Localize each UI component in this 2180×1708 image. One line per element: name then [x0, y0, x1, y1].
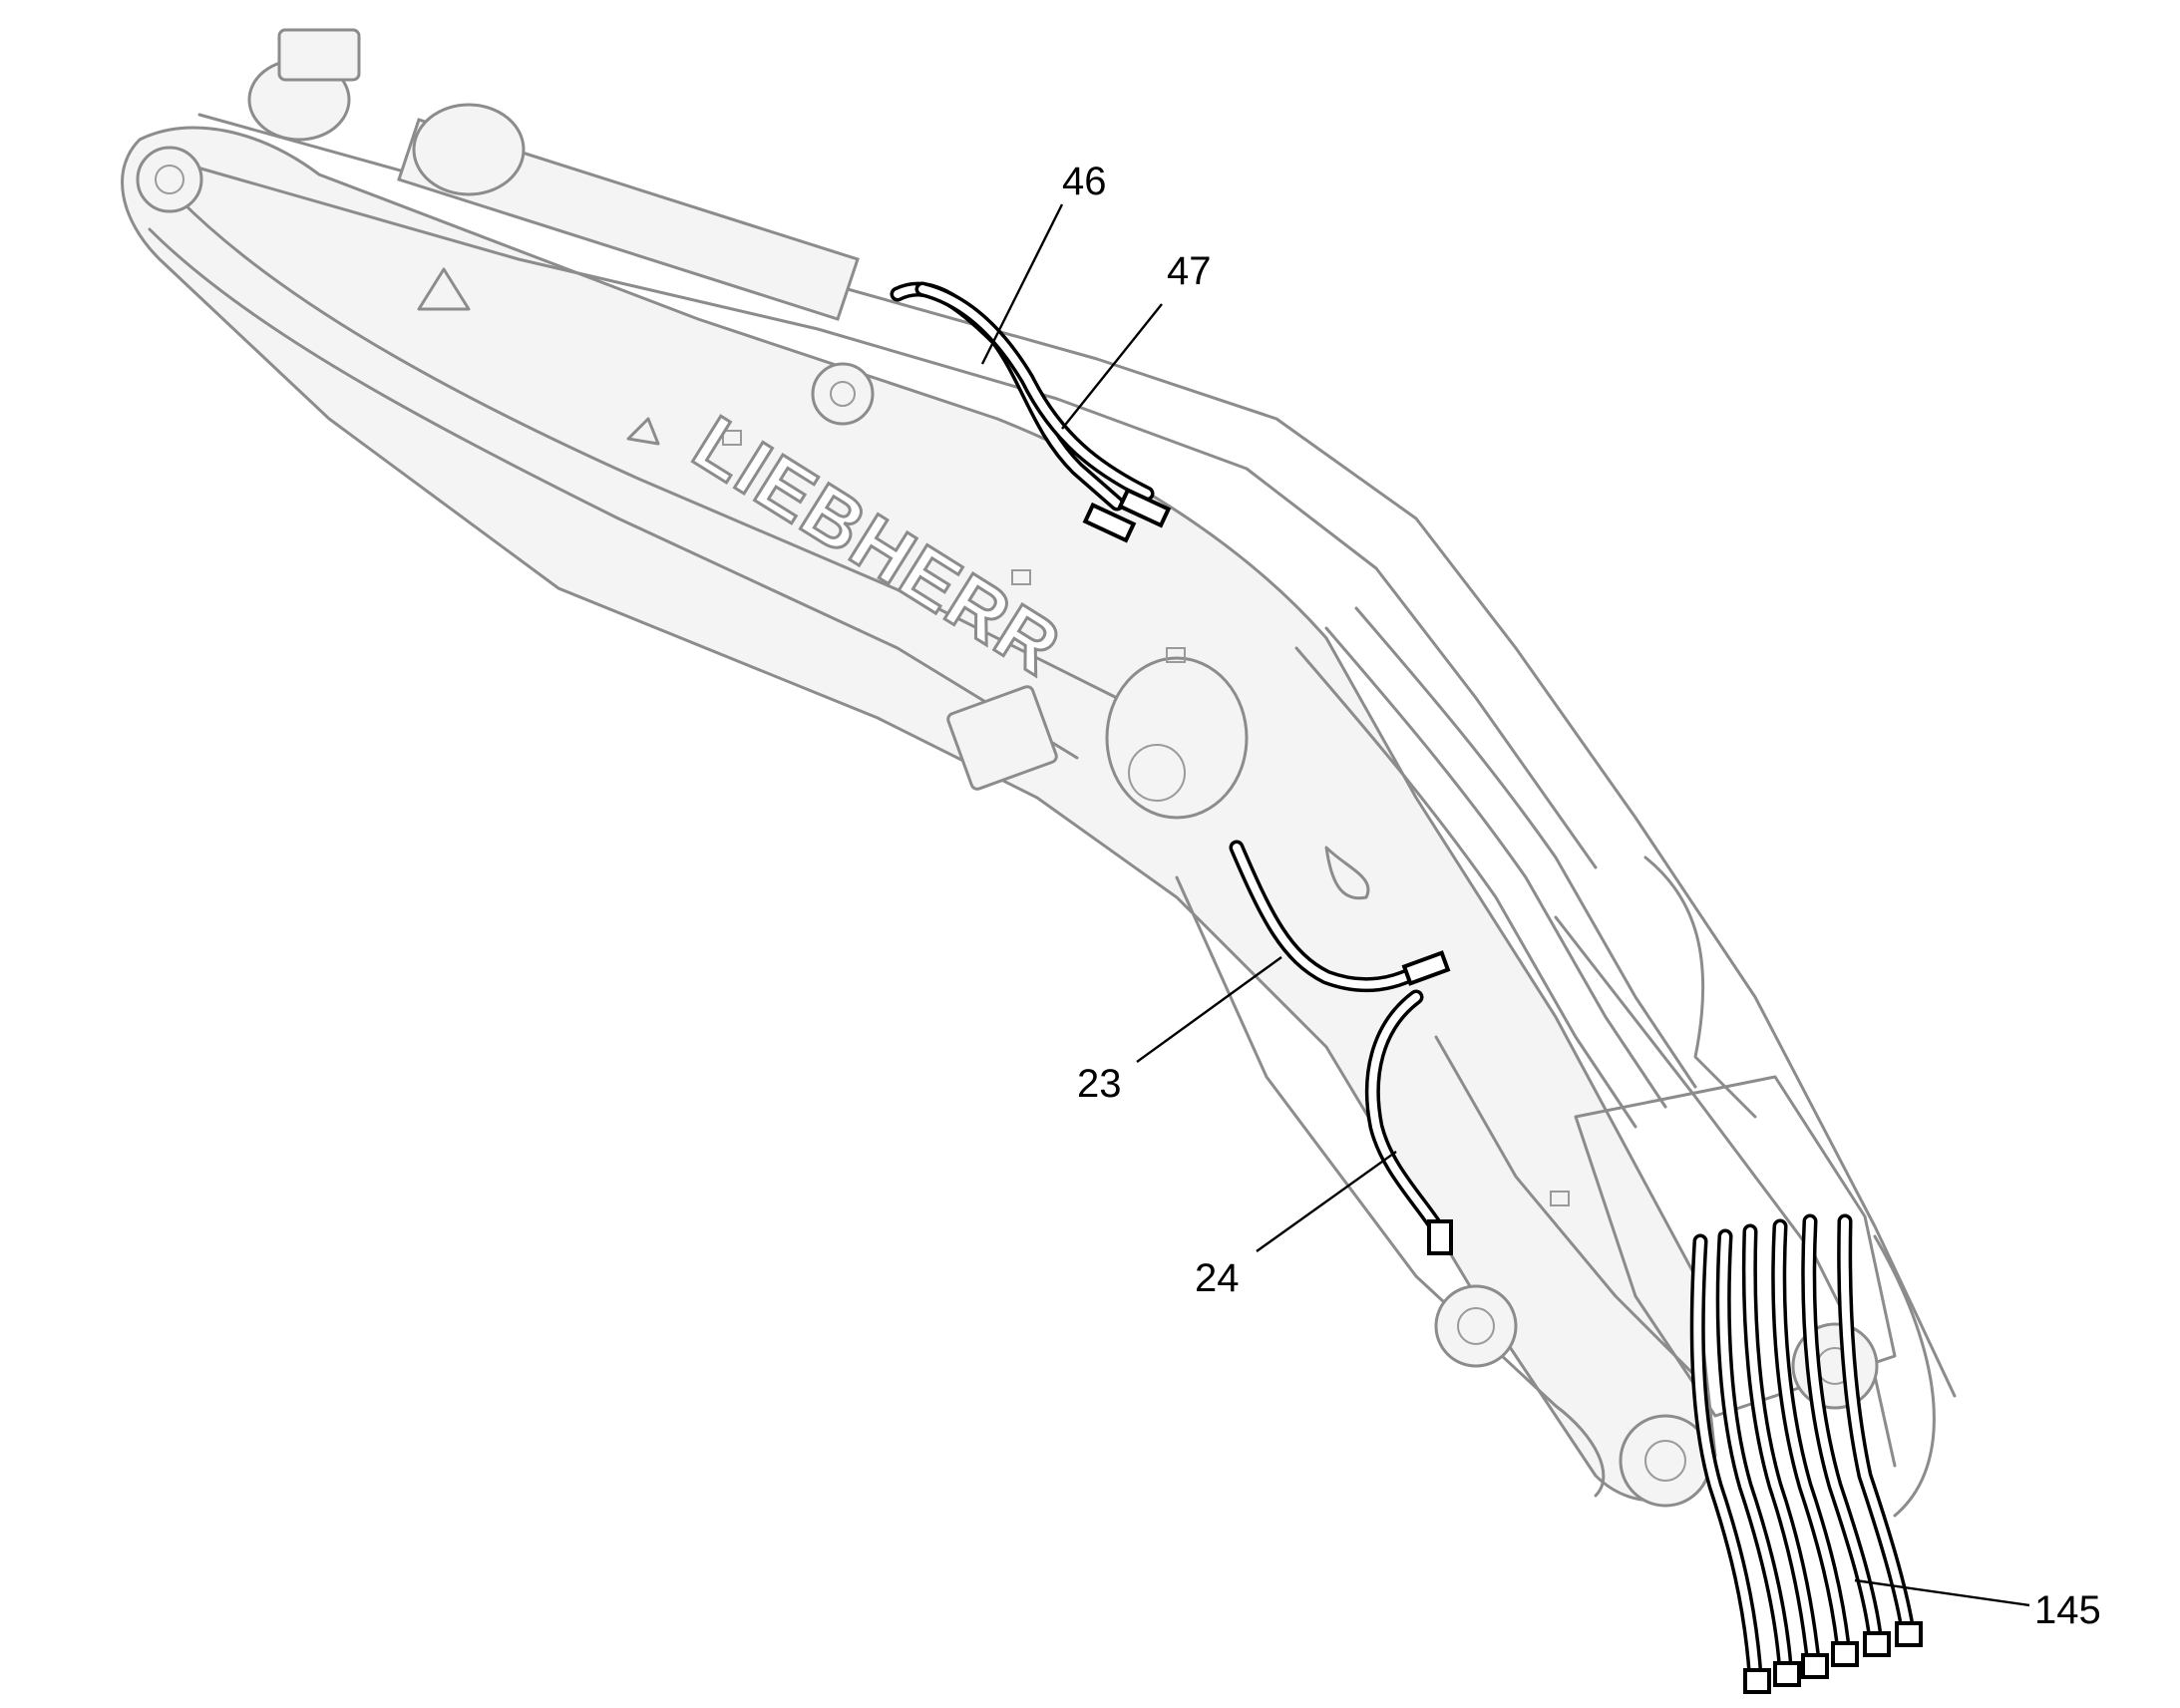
hose-fitting — [1082, 502, 1137, 543]
stick-end-pin-center — [1644, 1440, 1686, 1482]
marker-triangle-icon — [626, 417, 660, 446]
callout-labels: 46 47 23 24 145 — [1062, 160, 2101, 1632]
boom-body — [121, 126, 1717, 1503]
callout-23: 23 — [1077, 1062, 1122, 1106]
leader-24 — [1256, 1151, 1397, 1252]
boom-top-edge-2 — [168, 158, 1598, 869]
hose-23 — [1229, 840, 1451, 993]
callout-24: 24 — [1195, 1256, 1240, 1300]
boom-head-pin-center — [1128, 744, 1186, 802]
return-hose-loop — [1873, 1234, 1936, 1518]
hydraulic-tube-3 — [1354, 606, 1697, 1089]
plate-marker — [1166, 647, 1186, 663]
hose-fitting — [1831, 1641, 1859, 1667]
arm-pin-center — [1457, 1307, 1495, 1345]
hydraulic-tube-4 — [1643, 855, 1757, 1119]
leader-lines — [980, 203, 2030, 1607]
stick-outline — [1175, 875, 1606, 1498]
callout-47: 47 — [1167, 249, 1212, 293]
boom-head-pin — [1105, 656, 1249, 820]
hose-fitting — [1895, 1621, 1923, 1647]
boom-bottom-edge — [148, 227, 1079, 760]
boom-foot-pin-center — [155, 165, 184, 194]
hose-fitting — [1401, 950, 1451, 986]
arm-pin — [1434, 1284, 1518, 1368]
top-bracket — [277, 28, 361, 82]
cylinder-pin-center — [830, 381, 856, 407]
stick-inner — [1434, 1035, 1697, 1378]
leader-145 — [1854, 1578, 2030, 1607]
hose-fitting — [1863, 1631, 1891, 1657]
boom-bottom-edge-2 — [178, 197, 1119, 700]
hose-47 — [914, 281, 1172, 528]
plate-marker — [722, 430, 742, 446]
leader-46 — [980, 203, 1064, 365]
plate-marker — [1550, 1191, 1570, 1206]
cylinder-pin — [811, 362, 875, 426]
hose-fitting — [1743, 1668, 1771, 1694]
work-lamp — [946, 685, 1058, 791]
callout-145: 145 — [2034, 1588, 2101, 1632]
hose-fitting — [1801, 1653, 1829, 1679]
hose-24 — [1364, 989, 1453, 1255]
hydraulic-tube-1 — [1294, 646, 1637, 1129]
callout-46: 46 — [1062, 160, 1107, 203]
boom-structure: LIEBHERR — [121, 28, 1957, 1518]
plate-marker — [1011, 569, 1031, 585]
hose-fitting — [1773, 1661, 1801, 1687]
stick-side-plate — [1574, 1075, 1897, 1418]
hydraulic-tube-2 — [1324, 626, 1667, 1109]
cylinder-end-cap — [412, 103, 526, 196]
warning-triangle-icon — [417, 267, 471, 311]
hose-fitting — [1117, 487, 1172, 528]
leader-23 — [1136, 956, 1282, 1063]
boom-foot-pin — [136, 146, 203, 213]
leader-47 — [1061, 303, 1163, 430]
hose-fitting — [1427, 1219, 1453, 1255]
access-hole — [1324, 846, 1370, 900]
hose-bundle-145 — [1689, 1213, 1923, 1694]
